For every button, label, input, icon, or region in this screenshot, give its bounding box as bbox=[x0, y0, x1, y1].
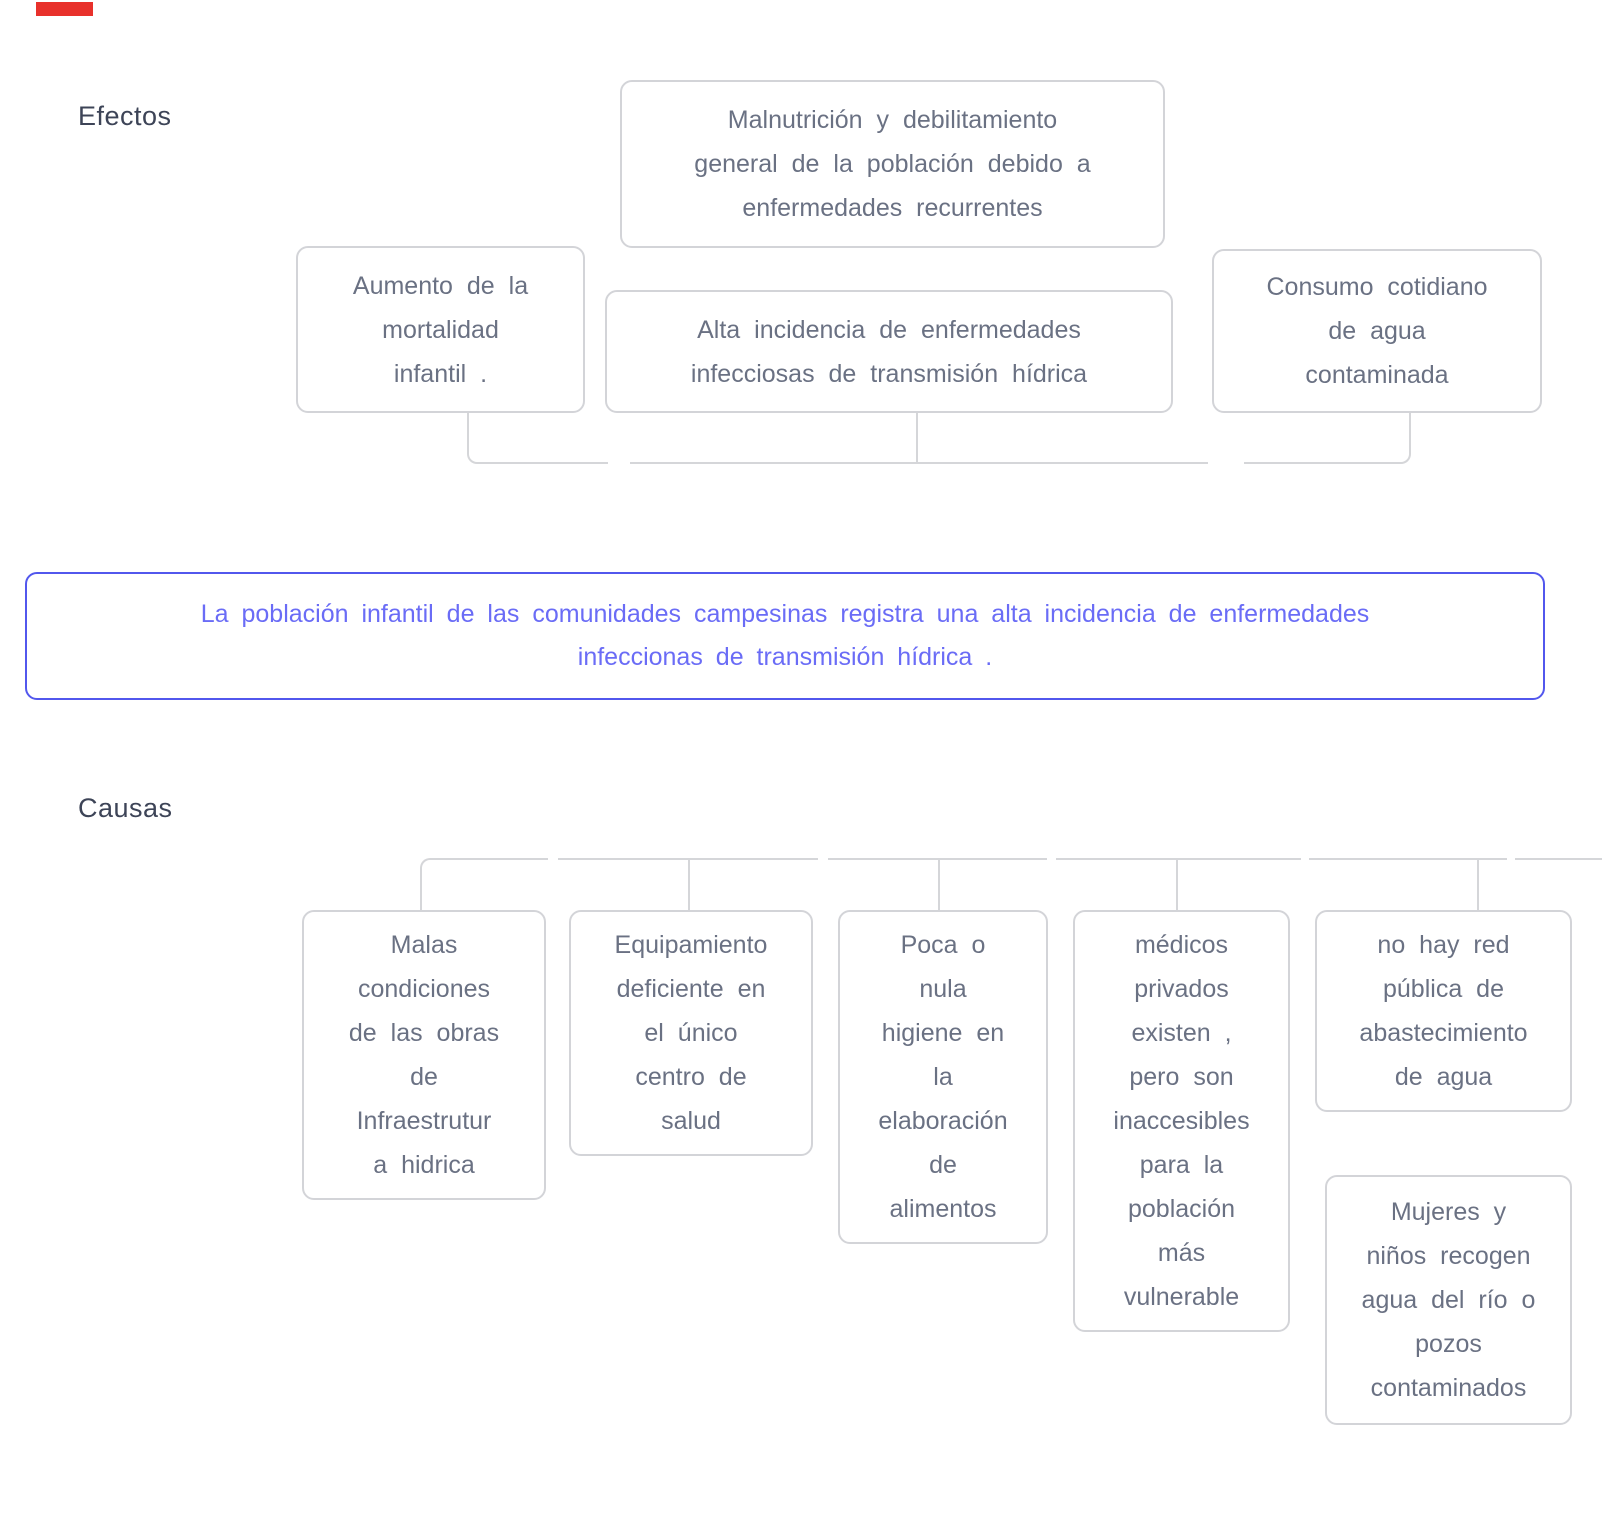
effect-node-line: infantil . bbox=[393, 359, 488, 388]
cause-node-line: pública de bbox=[1383, 975, 1504, 1003]
red-marker bbox=[36, 2, 93, 16]
cause-node-line: alimentos bbox=[889, 1195, 997, 1223]
effect-node-line: Malnutrición y debilitamiento bbox=[727, 106, 1058, 134]
effect-node-line: infecciosas de transmisión hídrica bbox=[690, 359, 1088, 388]
effect-node-line: general de la población debido a bbox=[694, 150, 1091, 178]
cause-node-line: a hidrica bbox=[373, 1151, 475, 1179]
cause-node-line: deficiente en bbox=[616, 975, 766, 1003]
connector-cause-6-rail[interactable] bbox=[1515, 858, 1602, 860]
problem-statement-line: infeccionas de transmisión hídrica . bbox=[577, 643, 993, 671]
problem-statement-line: La población infantil de las comunidades… bbox=[200, 600, 1370, 628]
cause-node-line: Equipamiento bbox=[614, 931, 768, 959]
cause-node-line: niños recogen bbox=[1366, 1242, 1531, 1270]
cause-node-medicos-privados[interactable]: médicos privados existen , pero son inac… bbox=[1073, 910, 1290, 1332]
cause-node-line: de las obras bbox=[348, 1019, 500, 1047]
connector-effect-middle-stub[interactable] bbox=[916, 413, 918, 462]
connector-effect-right[interactable] bbox=[1244, 413, 1411, 464]
cause-node-sin-red-publica[interactable]: no hay red pública de abastecimiento de … bbox=[1315, 910, 1572, 1112]
connector-cause-5-stub[interactable] bbox=[1477, 860, 1479, 910]
cause-node-line: de bbox=[410, 1063, 438, 1091]
cause-node-line: higiene en bbox=[881, 1019, 1005, 1047]
cause-node-line: de agua bbox=[1394, 1063, 1493, 1091]
effect-node-alta-incidencia[interactable]: Alta incidencia de enfermedades infeccio… bbox=[605, 290, 1173, 413]
effect-node-line: Alta incidencia de enfermedades bbox=[697, 315, 1081, 344]
effect-node-line: contaminada bbox=[1305, 361, 1449, 389]
cause-node-line: inaccesibles bbox=[1113, 1107, 1250, 1135]
cause-node-line: médicos bbox=[1134, 931, 1229, 959]
cause-node-line: pozos bbox=[1415, 1330, 1482, 1358]
cause-node-line: de bbox=[929, 1151, 957, 1179]
cause-node-line: para la bbox=[1139, 1151, 1224, 1179]
cause-node-equipamiento[interactable]: Equipamiento deficiente en el único cent… bbox=[569, 910, 813, 1156]
connector-cause-2-stub[interactable] bbox=[688, 860, 690, 910]
effect-node-line: Consumo cotidiano bbox=[1266, 273, 1488, 301]
connector-cause-3-rail[interactable] bbox=[828, 858, 1047, 860]
connector-cause-4-stub[interactable] bbox=[1176, 860, 1178, 910]
effect-node-mortalidad-infantil[interactable]: Aumento de la mortalidad infantil . bbox=[296, 246, 585, 413]
effect-node-line: de agua bbox=[1328, 317, 1426, 345]
cause-node-line: la bbox=[933, 1063, 953, 1091]
effect-node-consumo-agua[interactable]: Consumo cotidiano de agua contaminada bbox=[1212, 249, 1542, 413]
connector-cause-5-rail[interactable] bbox=[1309, 858, 1507, 860]
cause-node-line: privados bbox=[1134, 975, 1229, 1003]
connector-effect-left[interactable] bbox=[467, 413, 608, 464]
cause-node-line: pero son bbox=[1129, 1063, 1234, 1091]
cause-node-infraestructura[interactable]: Malas condiciones de las obras de Infrae… bbox=[302, 910, 546, 1200]
cause-node-line: Malas bbox=[390, 931, 458, 959]
connector-cause-2-rail[interactable] bbox=[558, 858, 818, 860]
cause-node-line: más bbox=[1157, 1239, 1206, 1267]
connector-cause-4-rail[interactable] bbox=[1056, 858, 1301, 860]
cause-node-line: elaboración bbox=[878, 1107, 1008, 1135]
cause-node-higiene[interactable]: Poca o nula higiene en la elaboración de… bbox=[838, 910, 1048, 1244]
cause-node-line: nula bbox=[919, 975, 967, 1003]
cause-node-line: contaminados bbox=[1370, 1374, 1527, 1402]
cause-node-line: salud bbox=[661, 1107, 721, 1135]
cause-node-line: condiciones bbox=[357, 975, 491, 1003]
cause-node-line: Poca o bbox=[900, 931, 986, 959]
cause-node-line: centro de bbox=[635, 1063, 747, 1091]
effects-section-label[interactable]: Efectos bbox=[78, 101, 172, 131]
cause-node-line: agua del río o bbox=[1361, 1286, 1536, 1314]
cause-node-line: el único bbox=[644, 1019, 738, 1047]
cause-node-line: población bbox=[1127, 1195, 1236, 1223]
effect-node-line: enfermedades recurrentes bbox=[742, 194, 1043, 222]
cause-node-line: Mujeres y bbox=[1390, 1198, 1507, 1226]
cause-node-line: Infraestrutur bbox=[356, 1107, 492, 1135]
cause-node-line: abastecimiento bbox=[1359, 1019, 1528, 1047]
causes-section-label[interactable]: Causas bbox=[78, 793, 173, 823]
effect-node-line: Aumento de la bbox=[352, 271, 529, 300]
effect-node-malnutricion[interactable]: Malnutrición y debilitamiento general de… bbox=[620, 80, 1165, 248]
cause-node-line: no hay red bbox=[1377, 931, 1510, 959]
cause-node-recogen-agua[interactable]: Mujeres y niños recogen agua del río o p… bbox=[1325, 1175, 1572, 1425]
effect-node-line: mortalidad bbox=[382, 315, 499, 344]
connector-effect-middle-rail[interactable] bbox=[630, 462, 1208, 464]
connector-cause-1[interactable] bbox=[420, 858, 548, 910]
problem-statement-node[interactable]: La población infantil de las comunidades… bbox=[25, 572, 1545, 700]
connector-cause-3-stub[interactable] bbox=[938, 860, 940, 910]
cause-node-line: vulnerable bbox=[1123, 1283, 1240, 1311]
cause-node-line: existen , bbox=[1131, 1019, 1232, 1047]
